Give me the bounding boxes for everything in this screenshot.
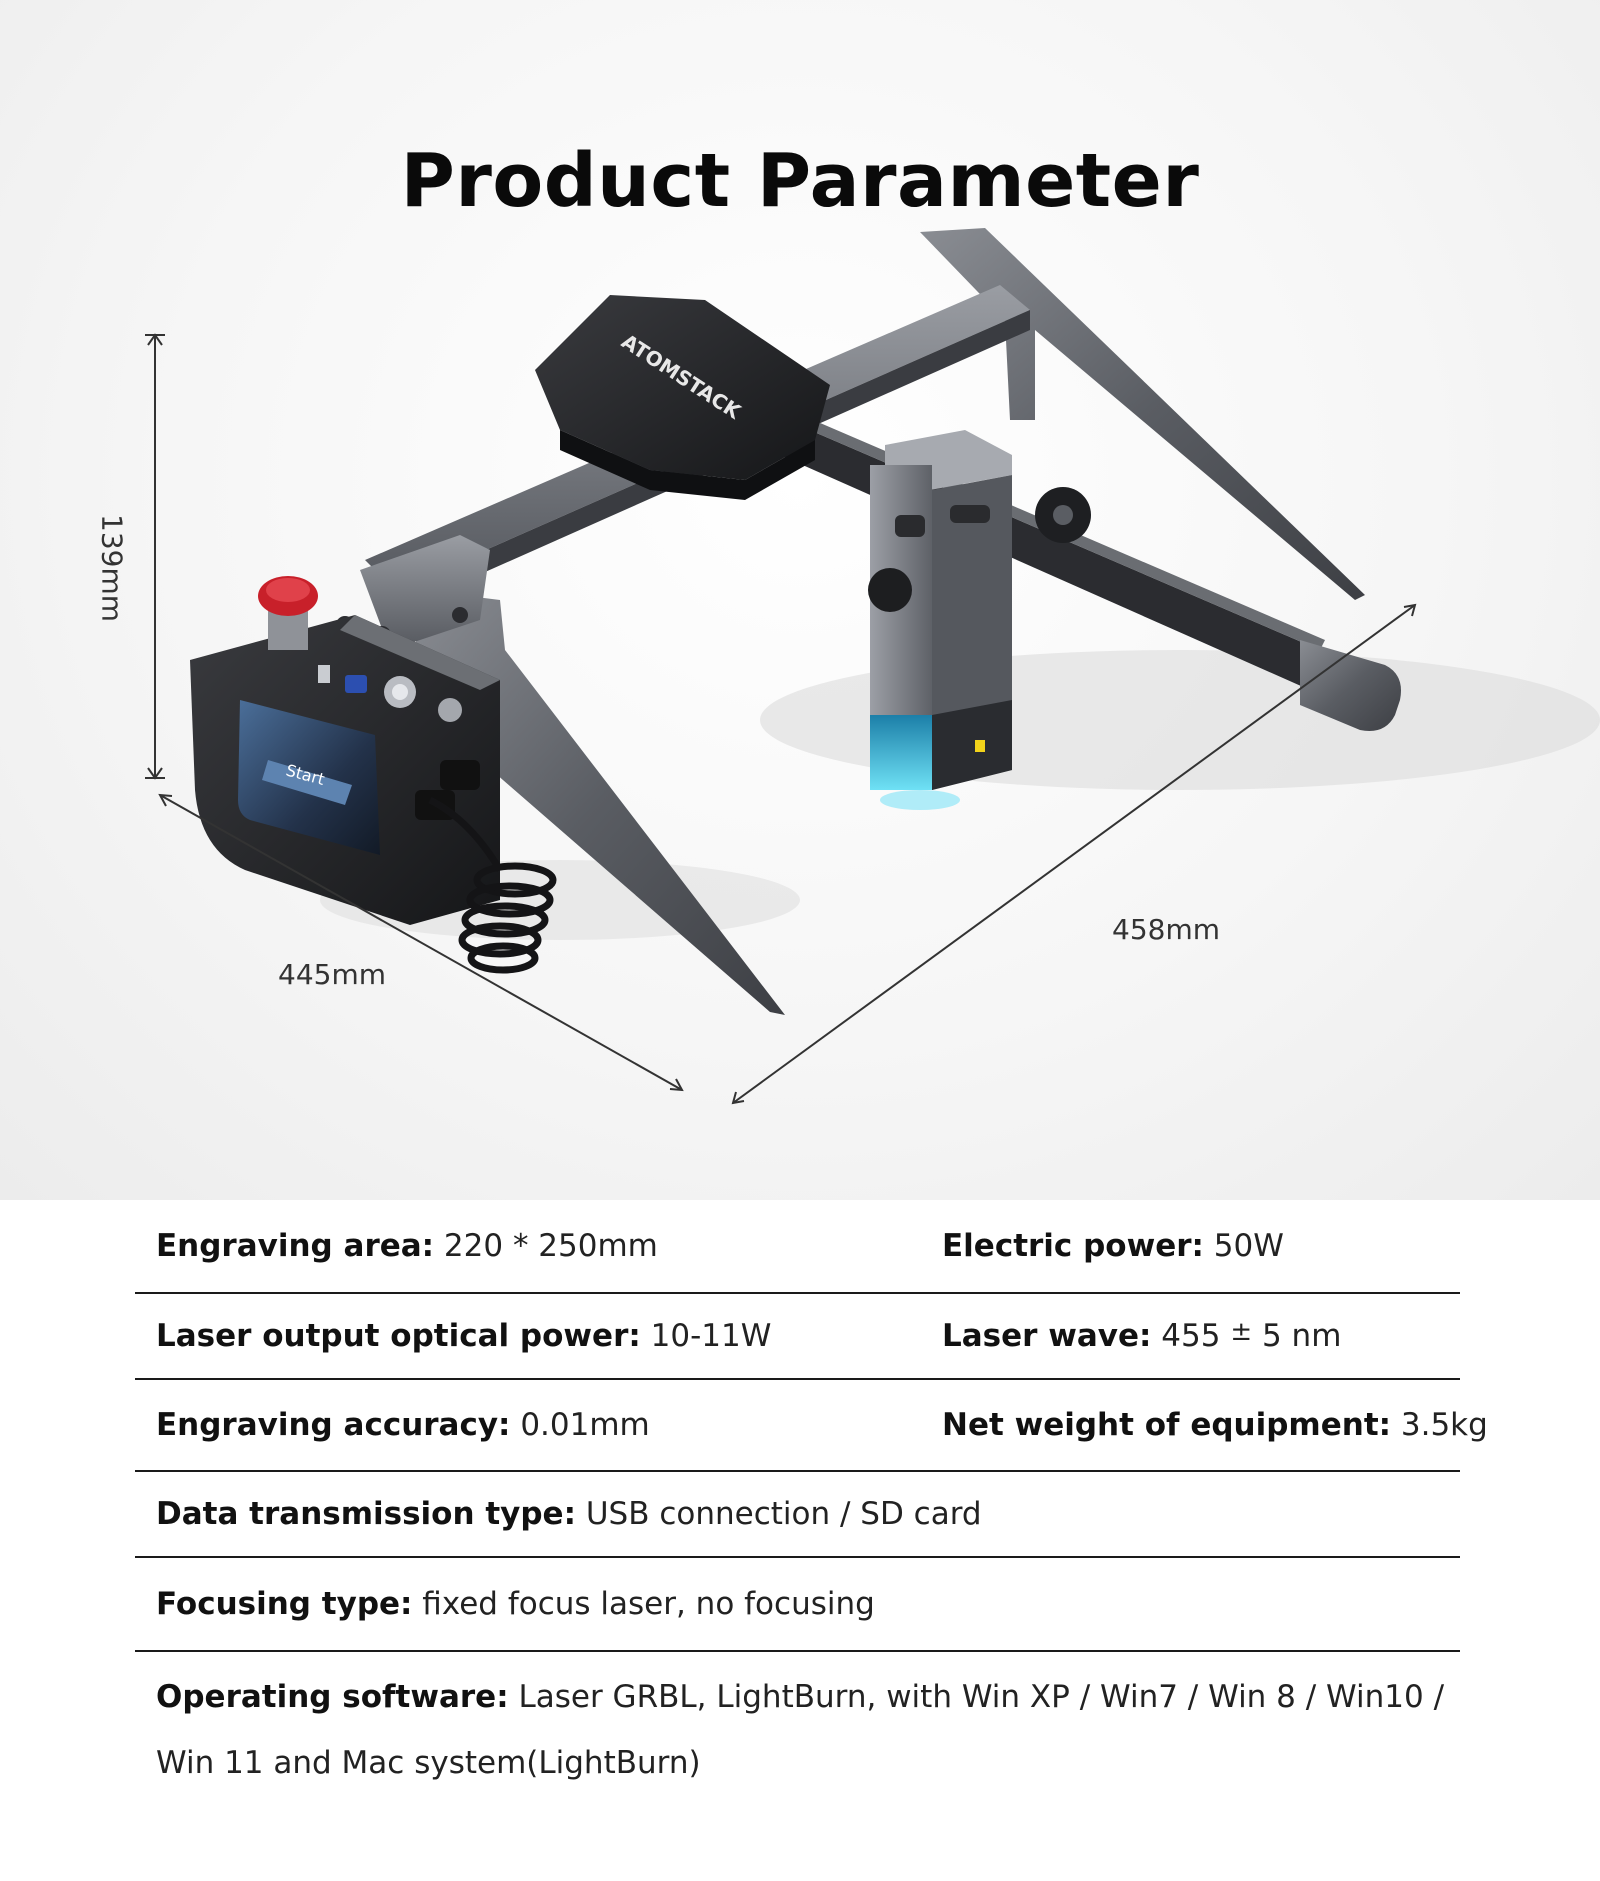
spec-row: Data transmission type: USB connection /… xyxy=(135,1472,1460,1558)
spec-row: Operating software: Laser GRBL, LightBur… xyxy=(135,1652,1460,1802)
spec-value: 5 nm xyxy=(1252,1318,1342,1354)
rail-end-cap xyxy=(1300,640,1401,731)
spec-row: Engraving accuracy: 0.01mm Net weight of… xyxy=(135,1380,1488,1472)
spec-label: Focusing type: xyxy=(156,1586,413,1622)
sd-slot-icon xyxy=(345,675,367,693)
spec-label: Electric power: xyxy=(942,1228,1204,1264)
back-support-leg xyxy=(920,228,1365,600)
spec-label: Laser wave: xyxy=(942,1318,1152,1354)
spec-value: 50W xyxy=(1203,1228,1284,1264)
spec-label: Operating software: xyxy=(156,1679,509,1715)
page-title: Product Parameter xyxy=(400,137,1200,224)
spec-value: Laser GRBL, LightBurn, with Win XP / Win… xyxy=(156,1679,1445,1781)
spec-value: 220 * 250mm xyxy=(434,1228,658,1264)
front-support-leg xyxy=(410,590,785,1015)
spec-value: 3.5kg xyxy=(1391,1407,1488,1443)
reset-button-icon xyxy=(438,698,462,722)
spec-label: Engraving accuracy: xyxy=(156,1407,511,1443)
spec-value: USB connection / SD card xyxy=(575,1496,982,1532)
spec-row: Engraving area: 220 * 250mm Electric pow… xyxy=(135,1200,1460,1294)
dimension-lines xyxy=(145,333,1417,1105)
spec-row: Focusing type: fixed focus laser, no foc… xyxy=(135,1558,1460,1652)
coiled-cable xyxy=(428,796,557,974)
carriage-housing xyxy=(535,295,830,480)
spec-label: Engraving area: xyxy=(156,1228,435,1264)
spec-value: fixed focus laser, no focusing xyxy=(412,1586,875,1622)
spec-label: Laser output optical power: xyxy=(156,1318,641,1354)
plus-minus-symbol: ± xyxy=(1230,1317,1253,1347)
spec-label: Net weight of equipment: xyxy=(942,1407,1392,1443)
spec-value: 10-11W xyxy=(640,1318,772,1354)
height-dimension-label: 139mm xyxy=(95,514,129,622)
focus-knob-icon xyxy=(868,568,912,612)
spec-table: Engraving area: 220 * 250mm Electric pow… xyxy=(135,1200,1488,1802)
laser-engraver-illustration: ATOMSTACK Start xyxy=(145,228,1600,1105)
spec-value: 455 xyxy=(1151,1318,1231,1354)
controller-box: Start xyxy=(190,576,500,925)
depth-dimension-label: 458mm xyxy=(1112,913,1220,946)
laser-module xyxy=(868,430,1012,810)
spec-label: Data transmission type: xyxy=(156,1496,576,1532)
spec-row: Laser output optical power: 10-11W Laser… xyxy=(135,1294,1460,1380)
usb-port-icon xyxy=(318,665,330,683)
width-dimension-label: 445mm xyxy=(278,958,386,991)
y-rail xyxy=(735,400,1320,690)
spec-value: 0.01mm xyxy=(510,1407,650,1443)
